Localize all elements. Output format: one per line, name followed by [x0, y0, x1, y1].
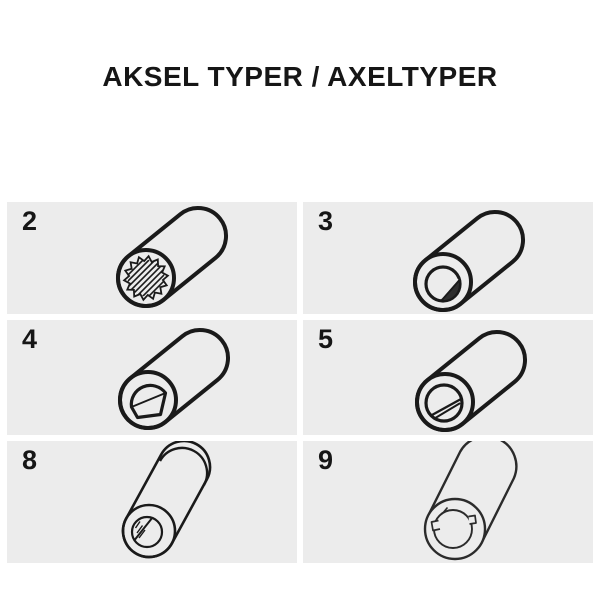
axle-cell-5: 5 [303, 320, 593, 435]
cell-number: 8 [22, 445, 38, 475]
axle-cell-3: 3 [303, 202, 593, 314]
axle-cell-2: 2 [7, 202, 297, 314]
cell-number: 2 [22, 206, 38, 236]
cell-number: 3 [318, 206, 334, 236]
d-profile-bore-axle-icon [118, 328, 230, 430]
double-notch-bore-axle-icon [423, 441, 518, 561]
round-bore-with-long-flat-axle-icon [415, 330, 527, 432]
slotted-bore-rimmed-axle-icon [121, 441, 212, 559]
axle-cell-9: 9 [303, 441, 593, 563]
splined-bore-axle-icon [116, 206, 228, 308]
axle-cell-8: 8 [7, 441, 297, 563]
cell-number: 4 [22, 324, 38, 354]
axle-types-panel: AKSEL TYPER / AXELTYPER 2 [0, 61, 600, 600]
page-title: AKSEL TYPER / AXELTYPER [102, 61, 498, 92]
cell-number: 9 [318, 445, 334, 475]
round-bore-with-flat-axle-icon [413, 210, 525, 312]
axle-grid: 2 3 4 [7, 202, 593, 563]
cell-number: 5 [318, 324, 334, 354]
axle-cell-4: 4 [7, 320, 297, 435]
